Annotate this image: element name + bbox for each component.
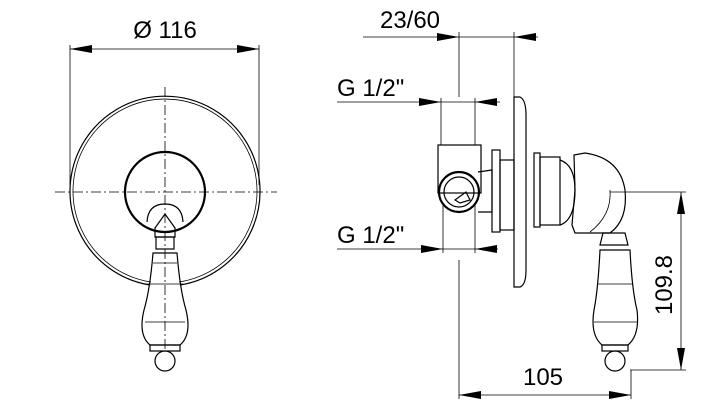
inlet-top-dimension-line xyxy=(337,98,500,145)
inlet-bottom-label: G 1/2ʺ xyxy=(337,222,404,249)
projection-dimension-line xyxy=(458,260,632,399)
spindle-cover xyxy=(123,150,207,234)
inlet-top-label: G 1/2ʺ xyxy=(337,75,404,102)
side-view: 23/60 G 1/2ʺ G 1/2ʺ xyxy=(337,7,686,399)
inlet-bottom-dimension-line xyxy=(337,205,498,253)
front-view: Ø 116 xyxy=(55,17,277,372)
spindle-cover-side xyxy=(533,152,576,228)
depth-range-label: 23/60 xyxy=(380,7,440,34)
depth-dimension-line xyxy=(363,32,538,97)
lever-handle-side xyxy=(571,152,639,372)
lever-handle-front xyxy=(141,203,189,372)
height-dimension-line xyxy=(610,191,686,371)
height-label: 109.8 xyxy=(651,255,678,315)
rosette-plate xyxy=(69,95,261,286)
projection-label: 105 xyxy=(523,364,563,391)
diameter-dimension-line xyxy=(69,45,260,185)
rosette-plate-side xyxy=(513,96,527,288)
center-lines xyxy=(55,87,277,350)
valve-body xyxy=(437,144,515,233)
diameter-label: Ø 116 xyxy=(133,17,197,44)
